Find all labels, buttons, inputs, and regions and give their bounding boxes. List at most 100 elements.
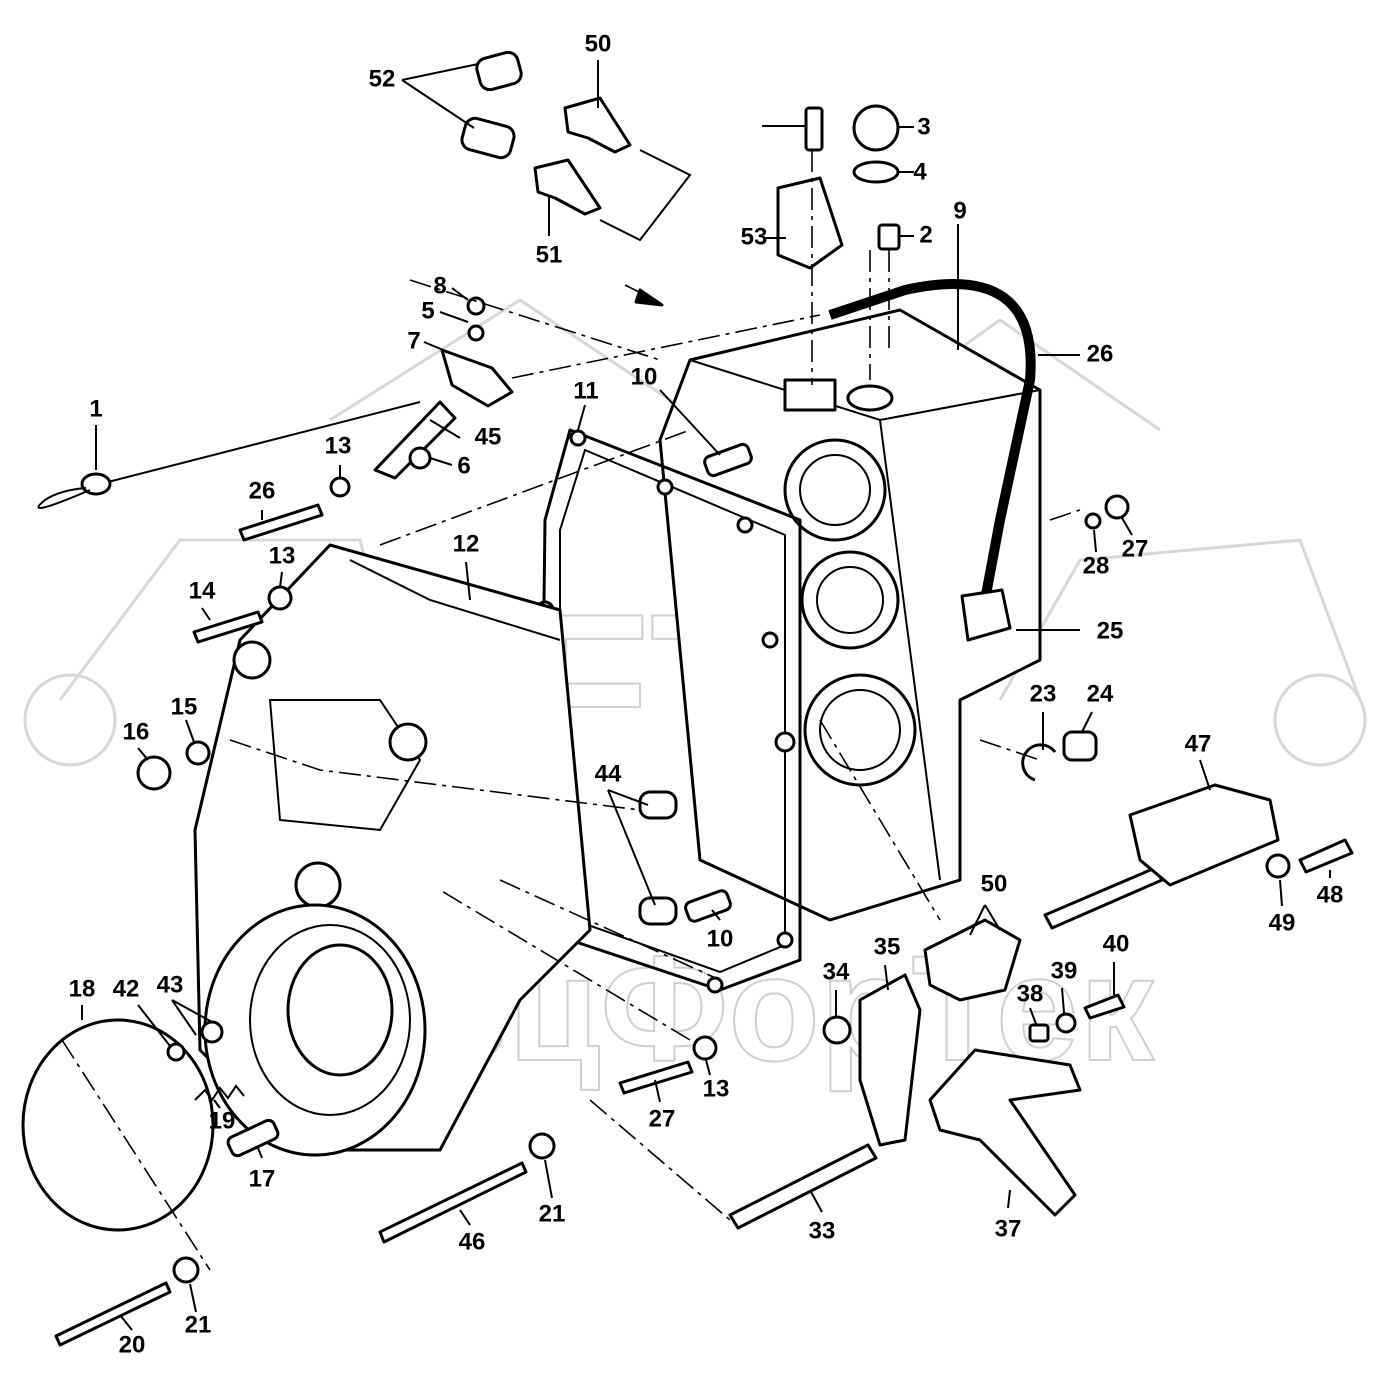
callout-12: 12 — [453, 530, 480, 557]
assembly-line — [979, 739, 1041, 761]
nut — [466, 296, 486, 316]
leader-20 — [119, 1314, 133, 1331]
gasket-inner — [559, 448, 786, 974]
pipe-fitting — [960, 588, 1012, 642]
watermark-wheel — [1273, 673, 1367, 767]
flange-bore — [286, 943, 394, 1077]
leader-14 — [201, 607, 211, 621]
assembly-line — [499, 879, 721, 981]
bolt — [192, 610, 264, 644]
callout-4: 4 — [913, 158, 927, 185]
drain-plug — [852, 104, 900, 152]
bushing — [638, 896, 678, 926]
assembly-line — [229, 739, 641, 811]
leader-51 — [401, 63, 479, 129]
callout-21: 21 — [539, 1200, 566, 1227]
leader-42 — [171, 999, 213, 1036]
dipstick-cap — [80, 472, 112, 496]
callout-39: 39 — [1051, 957, 1078, 984]
leader-41 — [137, 1004, 171, 1047]
mounting-bracket — [776, 176, 844, 270]
o-ring — [852, 160, 900, 184]
callout-15: 15 — [171, 693, 198, 720]
nut — [822, 1015, 852, 1045]
flange-ring — [249, 924, 411, 1116]
callout-22: 23 — [1030, 680, 1057, 707]
shift-rod — [728, 1143, 878, 1230]
callout-48: 49 — [1269, 909, 1296, 936]
plug — [136, 755, 172, 791]
leader-49 — [969, 904, 1001, 936]
callout-19: 19 — [209, 1107, 236, 1134]
leader-27 — [1121, 517, 1133, 536]
callout-52: 53 — [741, 223, 768, 250]
selector-shaft — [1043, 866, 1164, 930]
cover-boss — [388, 722, 428, 762]
front-cover — [193, 543, 592, 1157]
washer — [528, 1132, 556, 1160]
plug — [1104, 494, 1130, 520]
gasket-outline — [538, 428, 802, 992]
callout-44: 45 — [475, 423, 502, 450]
leader-28 — [1093, 529, 1097, 553]
washer — [329, 476, 351, 498]
bracket-pad — [783, 378, 837, 412]
callout-11: 11 — [573, 377, 598, 404]
assembly-line — [439, 889, 691, 1041]
callout-16: 16 — [123, 718, 150, 745]
large-o-ring — [21, 1018, 215, 1232]
callout-50: 50 — [585, 30, 612, 57]
bolt — [54, 1281, 172, 1347]
pipe-clamp — [440, 348, 514, 408]
leader-16 — [137, 747, 149, 761]
leader-23 — [1081, 711, 1093, 733]
housing-bore-inner — [819, 689, 901, 771]
leader-10b — [711, 909, 721, 921]
callout-8: 8 — [433, 272, 446, 299]
gasket-hole — [761, 631, 779, 649]
callout-13: 13 — [703, 1075, 730, 1102]
callout-1: 1 — [89, 395, 102, 422]
cover-pocket — [268, 699, 422, 832]
callout-27: 27 — [1122, 535, 1149, 562]
gasket-hole — [656, 478, 674, 496]
leader-19 — [213, 1099, 221, 1109]
pressure-switch — [533, 158, 602, 216]
bushing — [638, 790, 678, 820]
cover-boss — [232, 640, 272, 680]
leader-44 — [429, 419, 461, 439]
callout-51: 52 — [369, 65, 396, 92]
spring — [194, 1084, 245, 1102]
callout-49: 50 — [981, 870, 1008, 897]
leader-39 — [1061, 987, 1065, 1014]
leader-12 — [465, 561, 471, 601]
gasket-hole — [776, 931, 794, 949]
housing-front-edge — [879, 419, 941, 881]
shift-fork — [928, 1048, 1082, 1217]
bolt — [618, 1060, 694, 1095]
shift-lever — [858, 973, 922, 1147]
dowel-pin — [684, 889, 732, 923]
assembly-line — [511, 314, 821, 379]
assembly-line — [379, 429, 691, 546]
assembly-line — [819, 719, 941, 921]
leader-38 — [1029, 1007, 1037, 1025]
leader-lines — [81, 60, 1331, 1331]
dowel-pin — [226, 1118, 280, 1158]
assembly-lines — [61, 149, 1081, 1271]
washer — [200, 1020, 224, 1044]
callout-2: 2 — [919, 221, 932, 248]
leader-46 — [1199, 759, 1211, 791]
callout-10: 10 — [631, 363, 658, 390]
plug — [1062, 730, 1098, 762]
bolt — [1298, 838, 1354, 874]
leader-10a — [659, 389, 721, 456]
callout-41: 42 — [113, 975, 140, 1002]
snap-ring — [1021, 743, 1057, 782]
washer — [1084, 512, 1102, 530]
callout-28: 28 — [1083, 552, 1110, 579]
callout-50: 51 — [536, 241, 563, 268]
switch-connector-line — [599, 149, 692, 242]
